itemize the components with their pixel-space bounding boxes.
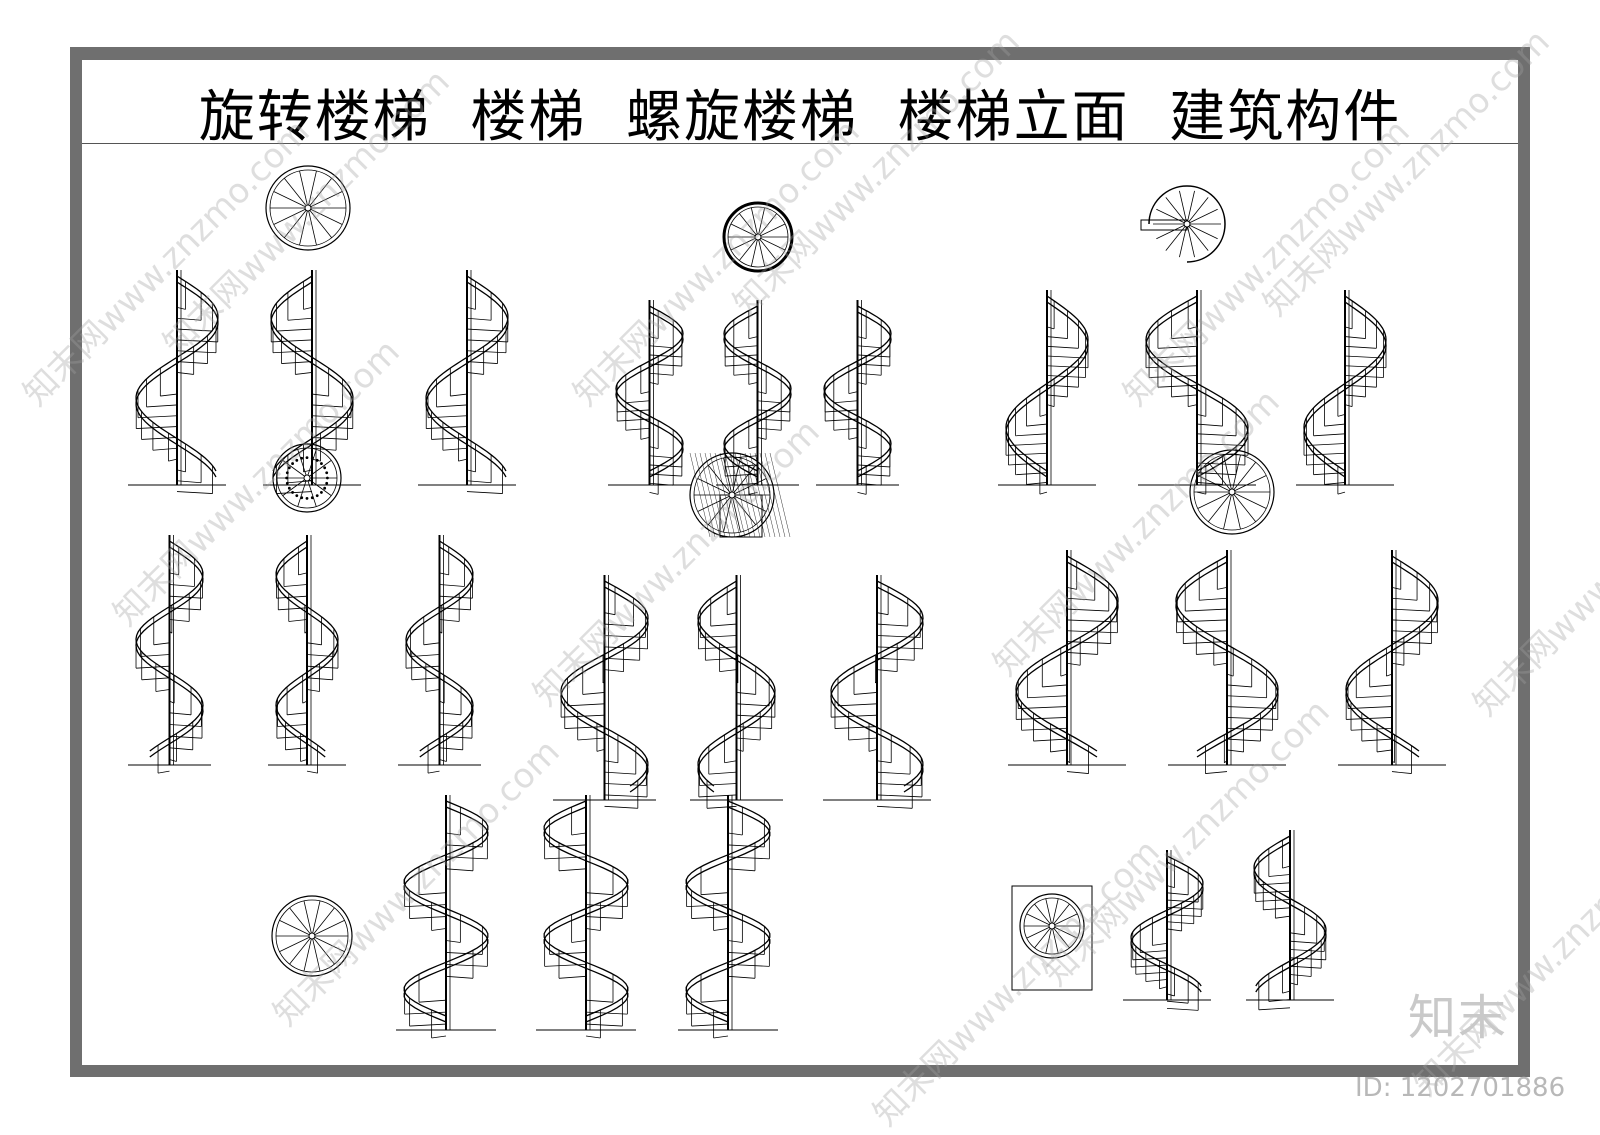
stair-elevation-view <box>128 535 211 774</box>
group-top-right <box>998 185 1394 495</box>
stair-plan-view <box>265 165 351 251</box>
stair-elevation-view <box>268 535 346 774</box>
group-middle-center <box>553 452 931 809</box>
stair-plan-view <box>1140 185 1226 263</box>
group-top-left <box>128 165 516 494</box>
stair-elevation-view <box>128 270 226 494</box>
group-bottom-right <box>1011 830 1334 1011</box>
group-middle-left <box>128 443 481 774</box>
image-id-label: ID: 1202701886 <box>1355 1073 1566 1103</box>
stair-elevation-view <box>1168 550 1286 774</box>
stair-elevation-view <box>998 290 1096 495</box>
stair-plan-view <box>1189 449 1275 535</box>
stair-elevation-view <box>1123 850 1211 1011</box>
group-middle-right <box>1008 449 1446 774</box>
stair-elevation-view <box>1246 830 1334 1011</box>
stair-plan-view <box>271 895 353 977</box>
stair-plan-view <box>689 452 791 538</box>
stair-elevation-view <box>1338 550 1446 774</box>
sheet-title: 旋转楼梯 楼梯 螺旋楼梯 楼梯立面 建筑构件 <box>198 85 1402 150</box>
stair-elevation-view <box>1296 290 1394 495</box>
stair-elevation-view <box>716 300 799 495</box>
stair-elevation-view <box>398 535 481 774</box>
znzmo-logo: 知末 <box>1408 990 1509 1046</box>
stair-elevation-view <box>553 575 656 809</box>
stair-plan-view <box>272 443 342 513</box>
stair-elevation-view <box>608 300 691 495</box>
stair-elevation-view <box>690 575 783 809</box>
stair-elevation-view <box>1008 550 1126 774</box>
title-divider <box>82 143 1518 144</box>
drawing-sheet: 旋转楼梯 楼梯 螺旋楼梯 楼梯立面 建筑构件 <box>82 60 1518 1065</box>
group-bottom-left <box>271 795 778 1039</box>
stair-plan-view <box>1011 885 1093 991</box>
staircase-drawings <box>128 165 1446 1039</box>
stair-elevation-view <box>1138 290 1256 495</box>
stair-elevation-view <box>536 795 636 1039</box>
group-top-middle <box>608 201 899 495</box>
stair-elevation-view <box>678 795 778 1039</box>
stair-elevation-view <box>823 575 931 809</box>
stair-elevation-view <box>396 795 496 1039</box>
stair-elevation-view <box>816 300 899 495</box>
stair-elevation-view <box>418 270 516 494</box>
stair-plan-view <box>722 201 794 273</box>
